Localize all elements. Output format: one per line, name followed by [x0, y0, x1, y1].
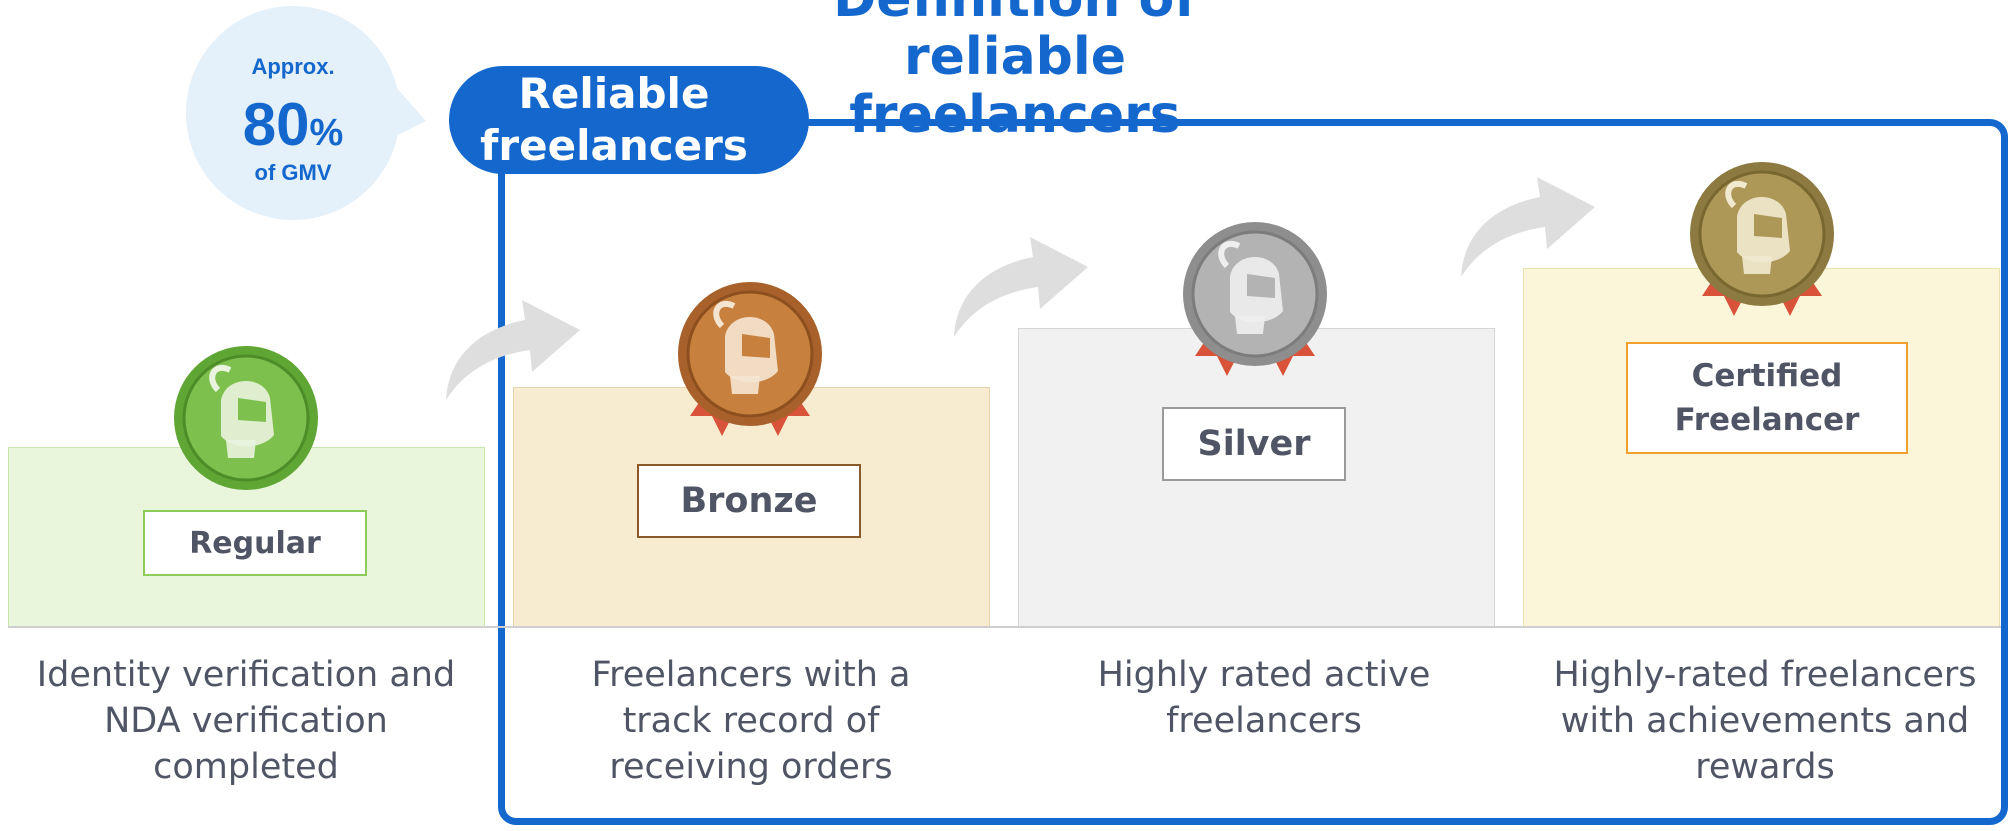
tier-description-bronze: Freelancers with a track record of recei…	[591, 655, 911, 787]
knight-medal-icon	[678, 282, 822, 436]
gmv-bubble-text: Approx. 80% of GMV	[186, 6, 400, 220]
tier-label-regular: Regular	[143, 510, 367, 576]
gmv-speech-bubble	[186, 6, 426, 220]
tier-description-silver: Highly rated active freelancers	[1097, 655, 1431, 741]
tier-label-silver: Silver	[1162, 407, 1346, 481]
tier-label-certified: Certified Freelancer	[1626, 342, 1908, 454]
gmv-number: 80	[242, 91, 310, 158]
gmv-suffix-label: of GMV	[254, 160, 332, 185]
gmv-value: 80%	[186, 90, 400, 168]
baseline-divider	[8, 626, 2001, 628]
reliable-freelancers-frame	[498, 119, 2008, 825]
knight-medal-icon	[174, 346, 318, 490]
tier-description-certified: Highly-rated freelancers with achievemen…	[1553, 655, 1977, 787]
reliable-freelancers-tab-label: Reliable freelancers	[480, 69, 748, 170]
growth-arrow-icon	[1461, 177, 1595, 277]
tier-description-regular: Identity verification and NDA verificati…	[36, 655, 456, 787]
tier-label-bronze: Bronze	[637, 464, 861, 538]
gmv-approx-label: Approx.	[251, 54, 335, 79]
gmv-unit: %	[309, 112, 344, 154]
reliable-freelancers-tab: Reliable freelancers	[449, 66, 809, 174]
page-title: Definition of reliable freelancers	[833, 0, 1197, 145]
knight-medal-icon	[1183, 222, 1327, 376]
growth-arrow-icon	[954, 237, 1088, 337]
growth-arrow-icon	[446, 300, 580, 400]
knight-medal-icon	[1690, 162, 1834, 316]
